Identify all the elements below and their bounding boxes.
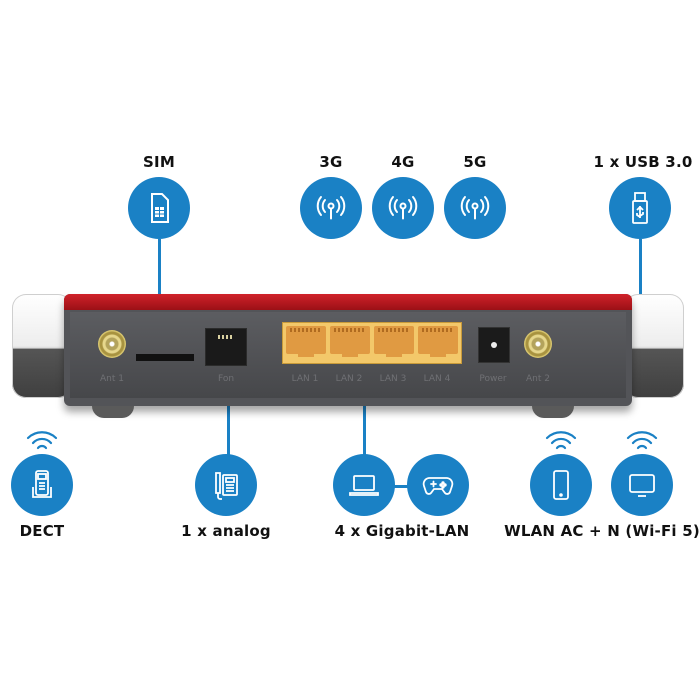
4g-feature (372, 177, 434, 239)
antenna-signal-icon (388, 196, 418, 220)
monitor-icon (629, 474, 655, 497)
lan-connector-line (363, 400, 366, 460)
lan-devices-link-line (390, 485, 418, 488)
router-foot-right (532, 406, 574, 418)
antenna-signal-icon (460, 196, 490, 220)
monitor-feature (611, 454, 673, 516)
analog-label: 1 x analog (181, 522, 271, 540)
router-left-cap (12, 294, 72, 398)
3g-feature (300, 177, 362, 239)
lan1-label: LAN 1 (291, 374, 319, 384)
router-red-top (64, 294, 632, 310)
desk-phone-icon (215, 472, 238, 500)
5g-feature (444, 177, 506, 239)
wlan-label: WLAN AC + N (Wi-Fi 5) (504, 522, 700, 540)
sim-connector-line (158, 239, 161, 296)
wifi-waves-icon (545, 431, 577, 450)
usb-feature (609, 177, 671, 239)
4g-label: 4G (391, 153, 415, 171)
laptop-icon (349, 475, 379, 496)
5g-label: 5G (463, 153, 487, 171)
lan3-label: LAN 3 (379, 374, 407, 384)
lan-port-4[interactable] (418, 326, 458, 357)
usb-connector-line-v (639, 239, 642, 346)
sim-feature (128, 177, 190, 239)
dect-feature (11, 454, 73, 516)
router-port-face: Ant 1 Fon LAN 1 LAN 2 LAN 3 LAN 4 Power … (70, 312, 626, 398)
smartphone-icon (553, 470, 569, 500)
router-body: Ant 1 Fon LAN 1 LAN 2 LAN 3 LAN 4 Power … (64, 294, 632, 406)
antenna-signal-icon (316, 196, 346, 220)
sim-label: SIM (143, 153, 175, 171)
sim-slot[interactable] (136, 354, 194, 361)
dect-handset-icon (32, 470, 52, 498)
analog-phone-feature (195, 454, 257, 516)
smartphone-feature (530, 454, 592, 516)
power-label: Power (479, 374, 507, 384)
lan-port-3[interactable] (374, 326, 414, 357)
router-foot-left (92, 406, 134, 418)
fon-port[interactable] (205, 328, 247, 366)
3g-label: 3G (319, 153, 343, 171)
gamepad-feature (407, 454, 469, 516)
fon-label: Fon (217, 374, 235, 384)
analog-connector-line (227, 400, 230, 460)
usb-label: 1 x USB 3.0 (593, 153, 693, 171)
dect-label: DECT (19, 522, 65, 540)
power-port[interactable] (478, 327, 510, 363)
lan4-label: LAN 4 (423, 374, 451, 384)
gigabit-lan-label: 4 x Gigabit-LAN (334, 522, 470, 540)
usb-stick-icon (632, 192, 648, 224)
router-back-panel: Ant 1 Fon LAN 1 LAN 2 LAN 3 LAN 4 Power … (12, 290, 684, 418)
lan2-label: LAN 2 (335, 374, 363, 384)
lan-ports (282, 322, 462, 364)
antenna-connector-1[interactable] (98, 330, 126, 358)
wifi-waves-icon (626, 431, 658, 450)
lan-port-1[interactable] (286, 326, 326, 357)
sim-card-icon (151, 193, 169, 223)
gamepad-icon (422, 477, 454, 495)
wifi-waves-icon (26, 431, 58, 450)
antenna-connector-2[interactable] (524, 330, 552, 358)
lan-port-2[interactable] (330, 326, 370, 357)
laptop-feature (333, 454, 395, 516)
ant1-label: Ant 1 (100, 374, 124, 384)
router-right-cap (624, 294, 684, 398)
ant2-label: Ant 2 (526, 374, 550, 384)
